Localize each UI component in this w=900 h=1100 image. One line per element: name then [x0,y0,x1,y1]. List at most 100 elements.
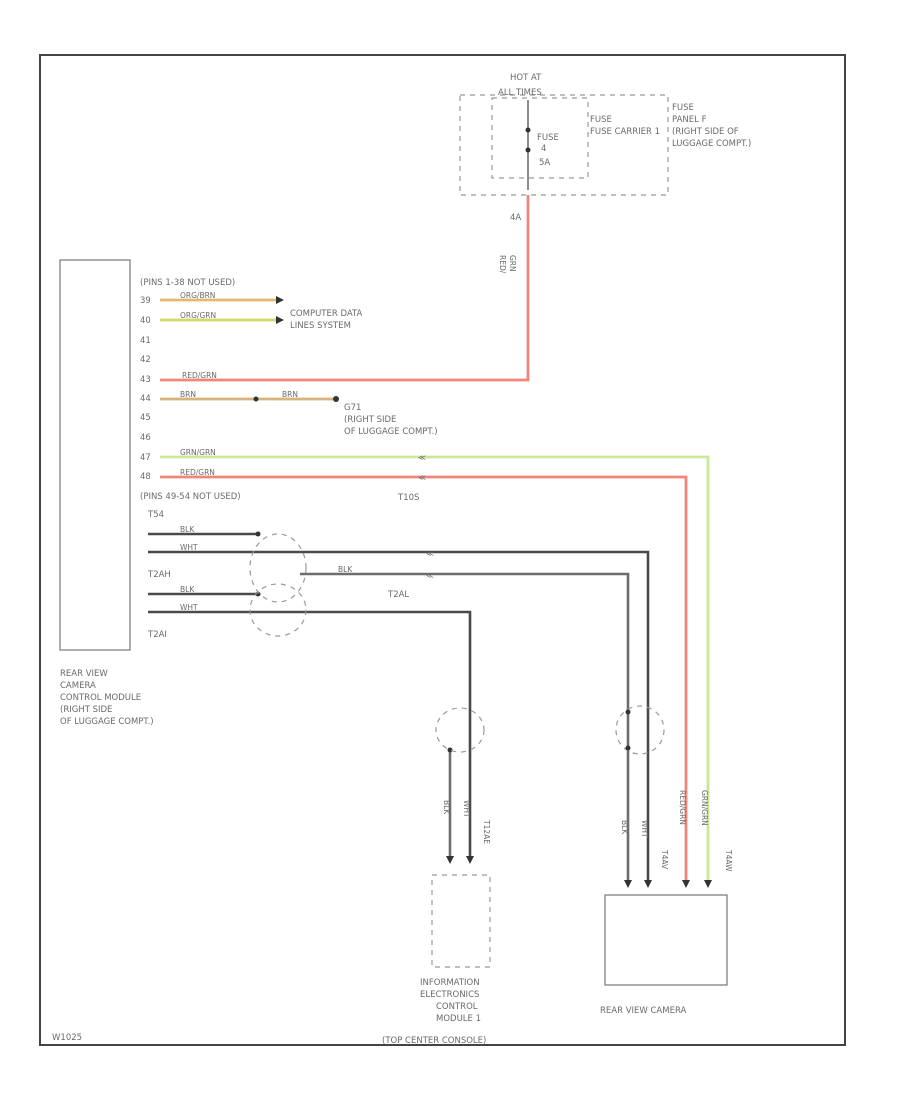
can-bus-label-1: COMPUTER DATA [290,309,363,319]
wire-shield-wht-1 [148,550,650,885]
info-name-2: ELECTRONICS [420,990,479,1000]
pin-40: 40 [140,316,151,326]
wire-pin-43 [160,195,530,382]
hot-at-label: HOT AT [510,73,542,83]
pin-44: 44 [140,394,151,404]
ground-id: G71 [344,403,361,413]
pin-43: 43 [140,375,151,385]
wire-label-40: ORG/GRN [180,311,216,320]
shield-label-blk2: BLK [338,565,353,574]
pin-42: 42 [140,355,151,365]
pins-header: (PINS 1-38 NOT USED) [140,278,235,288]
pin-39: 39 [140,296,151,306]
arrow-icon [466,856,474,864]
connector-t10s: T10S [397,493,419,503]
splice-dot [255,531,261,537]
wire-label-39: ORG/BRN [180,291,215,300]
camera-wire-grngrn: GRN/GRN [700,790,709,826]
ground-dot [333,396,339,402]
fuse-carrier-label-1: FUSE [590,115,612,125]
shield-label-wht2: WHT [180,603,198,612]
fuse-carrier-box [491,97,589,179]
module-name-3: CONTROL MODULE [60,693,141,703]
rear-view-camera: BLK WHT RED/GRN GRN/GRN T4AV T4AW REAR V… [600,790,733,1016]
wire-pin-47 [160,455,710,885]
hot-at-value: ALL TIMES [498,88,542,98]
shield-label-wht1: WHT [180,543,198,552]
arrow-icon [446,856,454,864]
module-name-4: (RIGHT SIDE [60,705,112,715]
pin-41: 41 [140,336,151,346]
wire-label-48: RED/GRN [180,468,215,477]
info-name-4: MODULE 1 [436,1014,481,1024]
info-name-1: INFORMATION [420,978,480,988]
connector-mark: ≪ [426,549,434,558]
arrow-icon [276,316,284,324]
pin-46: 46 [140,433,151,443]
connector-t2al: T2AL [387,590,409,600]
fuse-panel-label-4: LUGGAGE COMPT.) [672,139,751,149]
wires: ORG/BRN ORG/GRN COMPUTER DATA LINES SYST… [148,195,710,885]
wire-shield-blk-2 [300,572,630,885]
pin-45: 45 [140,413,151,423]
arrow-icon [644,880,652,888]
splice-dot [447,747,453,753]
fuse-panel-box [459,94,669,196]
connector-t54: T54 [147,510,164,520]
fuse-wire-color-2: GRN [508,255,517,272]
connector-t2ai: T2AI [147,630,167,640]
ground-loc-1: (RIGHT SIDE [344,415,396,425]
fuse-terminal-dot [525,147,531,153]
wire-label-43: RED/GRN [182,371,217,380]
diagram-frame [39,54,846,1046]
info-module-box [431,874,491,968]
module-name-1: REAR VIEW [60,669,108,679]
shield-ellipse [249,583,307,637]
arrow-icon [276,296,284,304]
ground-wire-label: BRN [282,390,298,399]
diagram-id: W1025 [52,1033,82,1043]
camera-name: REAR VIEW CAMERA [600,1006,687,1016]
arrow-icon [624,880,632,888]
fuse-terminal-dot [525,127,531,133]
fuse-panel-label-2: PANEL F [672,115,707,125]
fuse-label: FUSE [537,133,559,143]
fuse-panel-label-1: FUSE [672,103,694,113]
module-body [59,259,131,651]
fuse-amps: 5A [539,158,550,168]
shield-ellipse [435,707,485,753]
info-electronics-module: BLK WHT T12AE INFORMATION ELECTRONICS CO… [382,800,491,1046]
info-name-5: (TOP CENTER CONSOLE) [382,1036,486,1046]
wire-label-47: GRN/GRN [180,448,216,457]
shield-label-blk1: BLK [180,525,195,534]
connector-mark: ≪ [418,473,426,482]
camera-connector-left: T4AV [660,849,669,870]
camera-wire-redgrn: RED/GRN [678,790,687,825]
camera-control-module: (PINS 1-38 NOT USED) 39 40 41 42 43 44 4… [59,259,419,727]
splice-dot [625,709,631,715]
module-name-2: CAMERA [60,681,96,691]
shield-label-blk3: BLK [180,585,195,594]
info-connector: T12AE [482,819,491,844]
splice-dot [253,396,259,402]
ground-loc-2: OF LUGGAGE COMPT.) [344,427,438,437]
pin-47: 47 [140,453,151,463]
shield-ellipse [249,533,307,603]
connector-mark: ≪ [418,453,426,462]
fuse-source: HOT AT ALL TIMES FUSE 4 5A FUSE FUSE CAR… [459,73,751,274]
connector-t2ah: T2AH [147,570,171,580]
wire-label-44: BRN [180,390,196,399]
info-wire-blk: BLK [442,800,451,815]
can-bus-label-2: LINES SYSTEM [290,321,351,331]
arrow-icon [704,880,712,888]
pin-48: 48 [140,472,151,482]
wire-pin-48 [160,475,688,885]
camera-box [604,894,728,986]
fuse-wire-color-1: RED/ [498,255,507,274]
wire-shield-wht-2 [148,610,472,860]
pins-footer: (PINS 49-54 NOT USED) [140,492,241,502]
info-name-3: CONTROL [436,1002,478,1012]
connector-mark: ≪ [426,571,434,580]
info-wire-wht: WHT [462,800,471,818]
